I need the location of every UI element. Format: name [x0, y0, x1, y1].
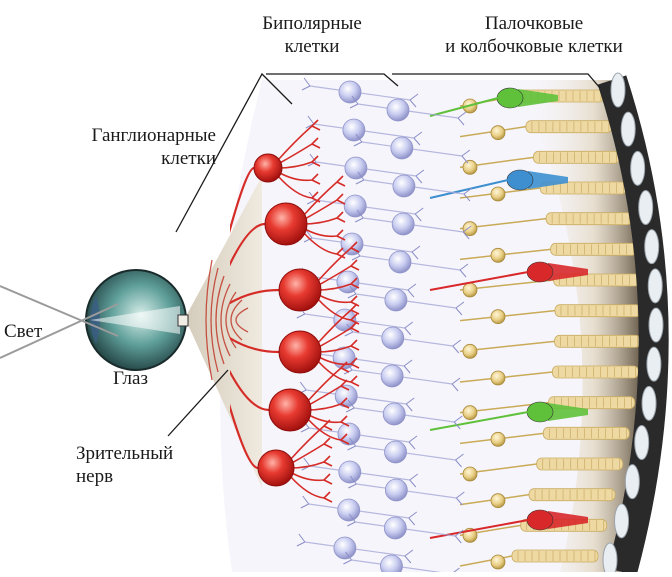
- pigment-cell: [645, 230, 659, 264]
- ganglion-label-line1: Ганглионарные: [20, 124, 216, 147]
- pigment-cell: [625, 465, 639, 499]
- bipolar-label-line1: Биполярные: [232, 12, 392, 35]
- optic-nerve-label: Зрительный нерв: [76, 442, 173, 488]
- light-label: Свет: [4, 320, 42, 343]
- rods-cones-label: Палочковые и колбочковые клетки: [398, 12, 670, 58]
- pigment-cell: [649, 308, 663, 342]
- bipolar-cells-label: Биполярные клетки: [232, 12, 392, 58]
- optic-nerve-leader-line: [168, 370, 228, 436]
- pigment-cell: [611, 73, 625, 107]
- pigment-cell: [639, 191, 653, 225]
- ganglion-label-line2: клетки: [20, 147, 216, 170]
- nerve-label-line1: Зрительный: [76, 442, 173, 465]
- pigment-cell: [621, 112, 635, 146]
- eye-icon: [86, 270, 188, 370]
- rods-label-line1: Палочковые: [398, 12, 670, 35]
- pigment-cell: [647, 347, 661, 381]
- eye-label: Глаз: [113, 367, 148, 390]
- ganglion-cells-label: Ганглионарные клетки: [20, 124, 216, 170]
- pigment-cell: [603, 543, 617, 572]
- bipolar-label-line2: клетки: [232, 35, 392, 58]
- pigment-cell: [642, 386, 656, 420]
- pigment-cell: [631, 151, 645, 185]
- pigment-cell: [615, 504, 629, 538]
- pigment-cell: [635, 426, 649, 460]
- pigment-cell: [648, 269, 662, 303]
- nerve-label-line2: нерв: [76, 465, 173, 488]
- rods-label-line2: и колбочковые клетки: [398, 35, 670, 58]
